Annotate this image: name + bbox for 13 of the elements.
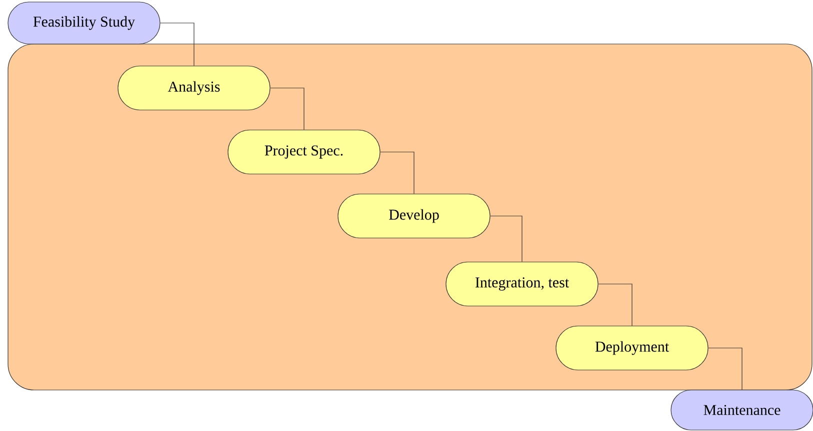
- connector: [490, 216, 522, 262]
- process-pill: Analysis: [118, 66, 270, 110]
- connector: [598, 284, 632, 326]
- process-pill: Deployment: [556, 326, 708, 370]
- process-pill: Develop: [338, 194, 490, 238]
- process-pill: Integration, test: [446, 262, 598, 306]
- process-pill: Maintenance: [670, 390, 813, 430]
- connector: [380, 152, 414, 194]
- connector: [708, 348, 742, 390]
- connector: [270, 88, 304, 130]
- process-pill: Project Spec.: [228, 130, 380, 174]
- connector: [160, 22, 194, 66]
- process-pill: Feasibility Study: [8, 2, 160, 44]
